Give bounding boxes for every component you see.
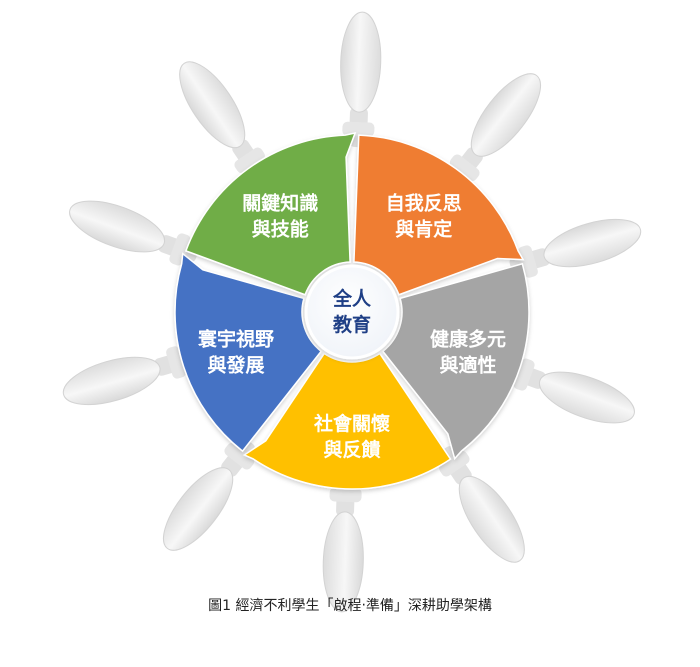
center-label-line1: 全人 [332,287,372,310]
segment-left-label-line1: 寰宇視野 [198,328,274,351]
spoke-7 [163,438,256,551]
segment-top-right [353,134,525,296]
segment-top-right-label-line2: 與肯定 [395,217,452,240]
segment-top-left-label-line1: 關鍵知識 [242,191,318,214]
segment-right [381,262,530,461]
spoke-6 [322,476,364,613]
center-circle [304,264,400,360]
segment-right-label-line1: 健康多元 [430,328,506,351]
segment-top-right-label-line1: 自我反思 [386,191,462,214]
segment-right-label-line2: 與適性 [440,354,497,377]
segment-bottom-label-line1: 社會關懷 [313,412,390,435]
spoke-3 [509,218,642,278]
segment-bottom [242,352,452,490]
segment-top-left [184,132,357,296]
spoke-8 [62,346,195,406]
segment-left [174,252,323,453]
segment-left-label-line2: 與發展 [207,354,264,377]
segment-top-left-label-line2: 與技能 [252,217,309,240]
center-label-line2: 教育 [333,313,371,336]
spoke-9 [69,200,199,266]
figure-caption: 圖1 經濟不利學生「啟程‧準備」深耕助學架構 [208,598,492,614]
segment-bottom-label-line2: 與反饋 [323,438,380,461]
spoke-1 [340,11,382,148]
center-hub: 全人 教育 [304,264,400,360]
